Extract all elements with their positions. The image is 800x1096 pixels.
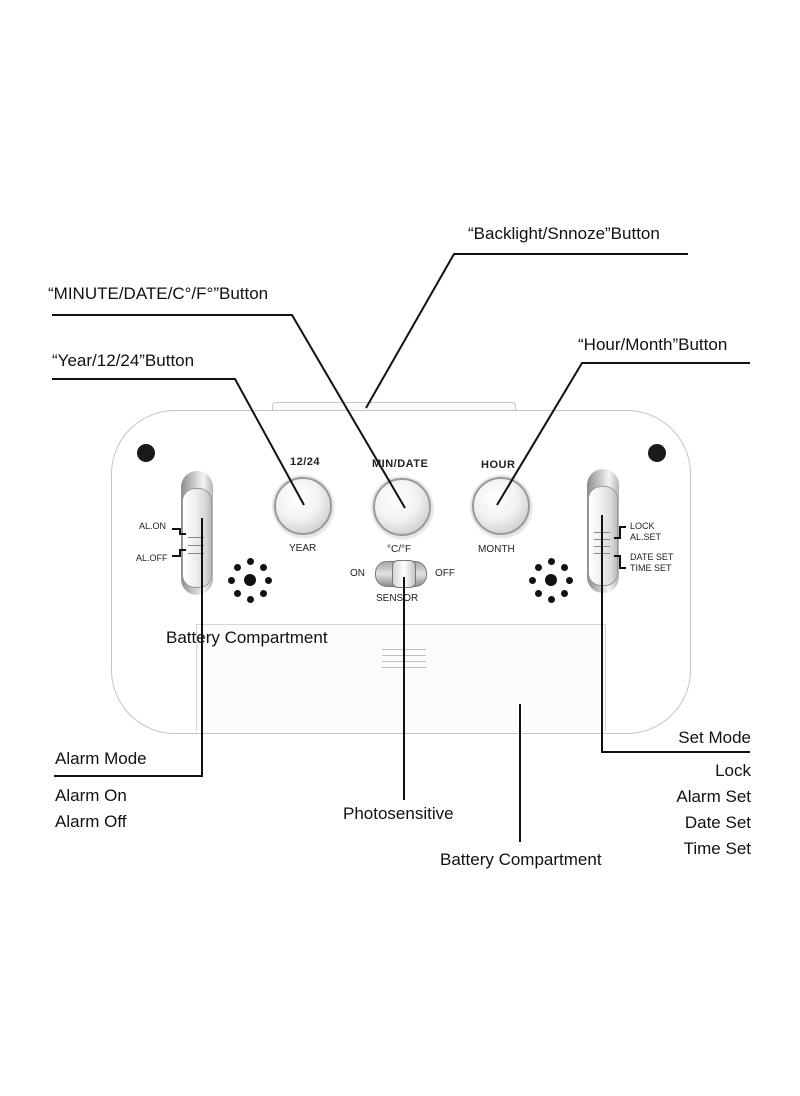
btn-12-24-top-label: 12/24 (290, 456, 321, 468)
bracket-al-off (172, 549, 186, 557)
al-set-label: AL.SET (630, 532, 662, 542)
leader-backlight (365, 253, 688, 409)
callout-lock: Lock (715, 761, 751, 780)
callout-set-mode: Set Mode (678, 728, 751, 747)
bracket-time-set (614, 555, 626, 569)
callout-alarm-mode: Alarm Mode (55, 749, 147, 768)
al-off-label: AL.OFF (136, 553, 168, 563)
callout-battery-inside: Battery Compartment (166, 628, 328, 647)
callout-photosensitive: Photosensitive (343, 804, 454, 823)
leader-alarm-mode (54, 518, 203, 777)
speaker-grille-right (529, 558, 573, 603)
leader-hour (496, 362, 750, 506)
btn-hour-top-label: HOUR (481, 459, 516, 471)
callout-backlight: “Backlight/Snnoze”Button (468, 224, 660, 243)
btn-12-24-bottom-label: YEAR (289, 543, 317, 554)
battery-cover (196, 624, 606, 731)
leader-minute (52, 314, 406, 509)
bracket-lock (614, 526, 626, 539)
year-12-24-button[interactable] (274, 477, 332, 535)
btn-hour-bottom-label: MONTH (478, 544, 515, 555)
alarm-mode-marks (188, 530, 204, 554)
speaker-grille-left (228, 558, 272, 603)
mount-hole-right (648, 444, 666, 462)
sensor-off-label: OFF (435, 568, 455, 579)
date-set-label: DATE SET (630, 552, 674, 562)
leader-year (52, 378, 305, 506)
btn-min-bottom-label: °C/°F (387, 544, 412, 555)
callout-alarm-off: Alarm Off (55, 812, 127, 831)
callout-alarm-on: Alarm On (55, 786, 127, 805)
callout-battery-bottom: Battery Compartment (440, 850, 602, 869)
callout-date-set: Date Set (684, 813, 751, 832)
leader-set-mode (601, 515, 750, 753)
btn-min-top-label: MIN/DATE (372, 458, 429, 470)
callout-year: “Year/12/24”Button (52, 351, 195, 370)
time-set-label: TIME SET (630, 563, 672, 573)
sensor-on-label: ON (350, 568, 365, 579)
callout-hour: “Hour/Month”Button (578, 335, 728, 354)
minute-date-button[interactable] (373, 478, 431, 536)
lock-label: LOCK (630, 521, 655, 531)
hour-month-button[interactable] (472, 477, 530, 535)
bracket-al-on (172, 528, 186, 535)
callout-minute: “MINUTE/DATE/C°/F°”Button (48, 284, 269, 303)
sensor-label: SENSOR (376, 593, 419, 604)
callout-alarm-set: Alarm Set (676, 787, 751, 806)
al-on-label: AL.ON (139, 521, 167, 531)
mount-hole-left (137, 444, 155, 462)
callout-time-set: Time Set (683, 839, 751, 858)
